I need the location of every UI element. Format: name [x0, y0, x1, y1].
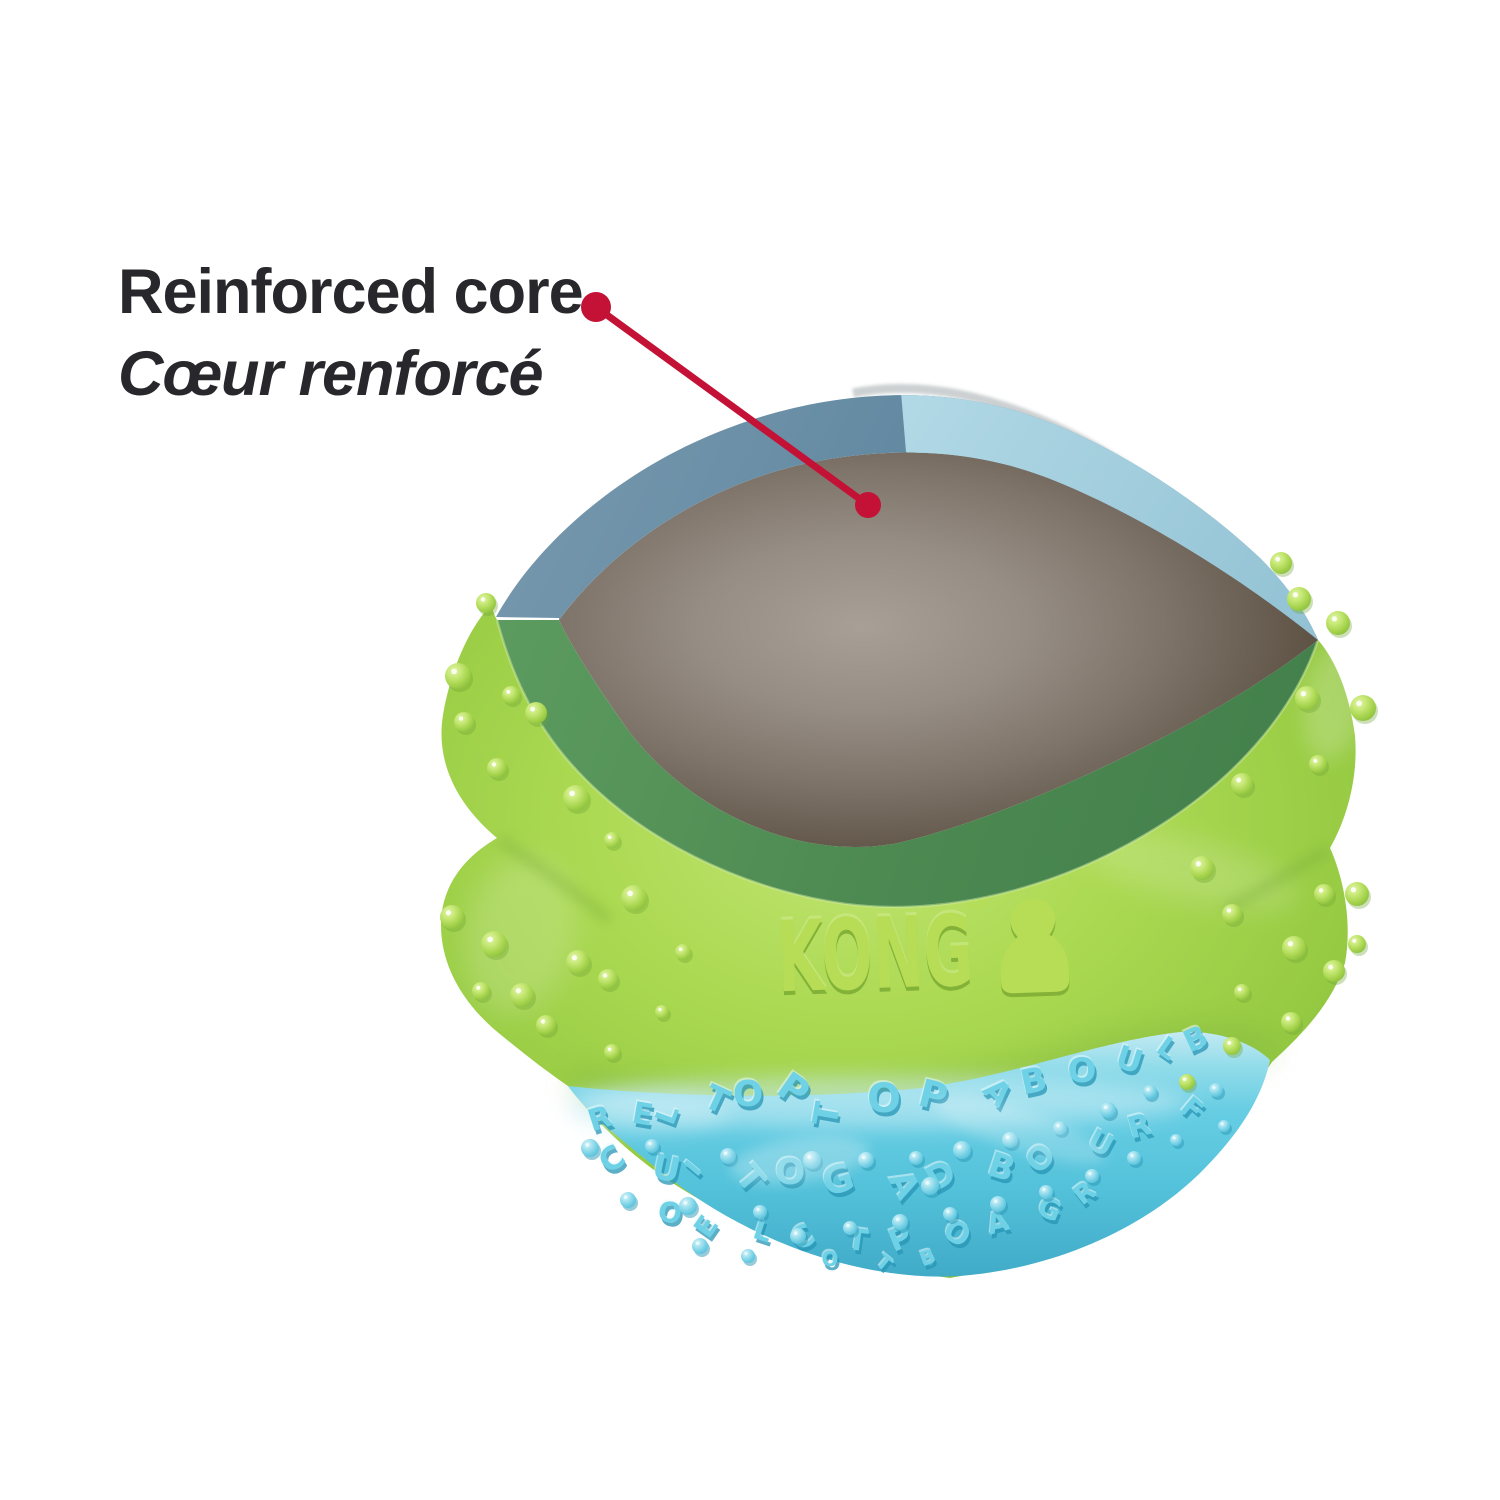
- annotation-label-fr: Cœur renforcé: [118, 339, 544, 409]
- svg-text:O: O: [732, 1072, 763, 1113]
- annotation-label-en: Reinforced core: [118, 257, 584, 327]
- svg-text:O: O: [866, 1074, 900, 1120]
- leader-line: [592, 303, 872, 509]
- svg-text:O: O: [735, 1078, 766, 1119]
- svg-text:O: O: [867, 1076, 901, 1122]
- leader-dot-end: [855, 492, 881, 518]
- blue-gloss: [730, 1096, 1106, 1184]
- annotation-block: Reinforced core Cœur renforcé: [118, 257, 584, 409]
- brand-text: KONG: [775, 895, 975, 1016]
- svg-text:O: O: [869, 1080, 903, 1126]
- svg-text:O: O: [821, 1247, 838, 1271]
- svg-text:O: O: [1070, 1055, 1099, 1095]
- brand-text-shadow: KONG: [775, 899, 975, 1020]
- svg-text:O: O: [1068, 1051, 1097, 1091]
- outer-shell-band-right: [899, 395, 1318, 640]
- svg-text:O: O: [823, 1251, 840, 1275]
- brand-text-highlight: KONG: [775, 892, 975, 1013]
- green-bump-layer: [440, 552, 1378, 1093]
- svg-text:O: O: [820, 1245, 837, 1269]
- svg-text:O: O: [1067, 1049, 1096, 1089]
- reinforced-core: [559, 452, 1318, 848]
- leader-group: [581, 292, 881, 518]
- cut-ring-lip: [495, 619, 1320, 909]
- kong-toy-icon: [1000, 898, 1070, 998]
- svg-text:O: O: [733, 1074, 764, 1115]
- cut-ring-green: [497, 620, 1318, 908]
- leader-dot-start: [581, 292, 611, 322]
